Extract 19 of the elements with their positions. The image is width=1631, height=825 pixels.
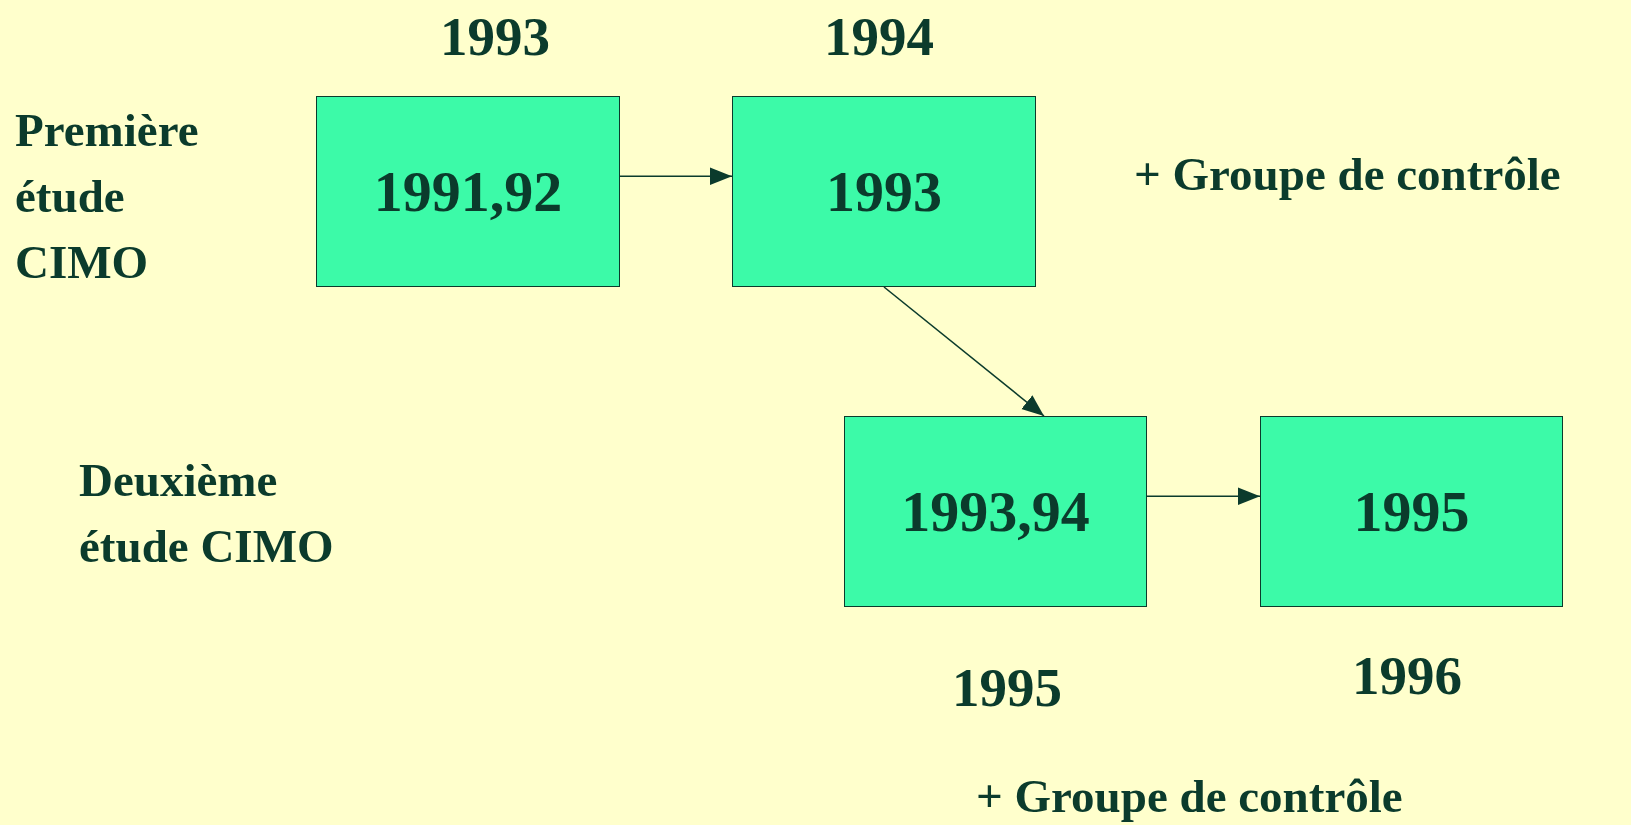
box-text: 1991,92	[373, 158, 563, 225]
year-label: 1996	[1352, 644, 1462, 707]
process-box	[844, 416, 1147, 607]
year-label: 1993	[440, 5, 550, 68]
year-label: 1994	[824, 5, 934, 68]
note-text: + Groupe de contrôle	[1134, 147, 1561, 202]
box-text: 1993,94	[901, 478, 1090, 545]
arrow	[619, 167, 733, 185]
note-text: + Groupe de contrôle	[976, 769, 1403, 824]
year-label: 1995	[952, 656, 1062, 719]
process-box	[316, 96, 620, 287]
process-box	[1260, 416, 1563, 607]
box-text: 1993	[826, 158, 942, 225]
row-label: Deuxième étude CIMO	[79, 453, 335, 574]
arrow	[1146, 487, 1261, 505]
process-box	[732, 96, 1036, 287]
box-text: 1995	[1353, 478, 1470, 545]
arrow	[883, 286, 1045, 417]
row-label: Première étude CIMO	[15, 103, 200, 290]
